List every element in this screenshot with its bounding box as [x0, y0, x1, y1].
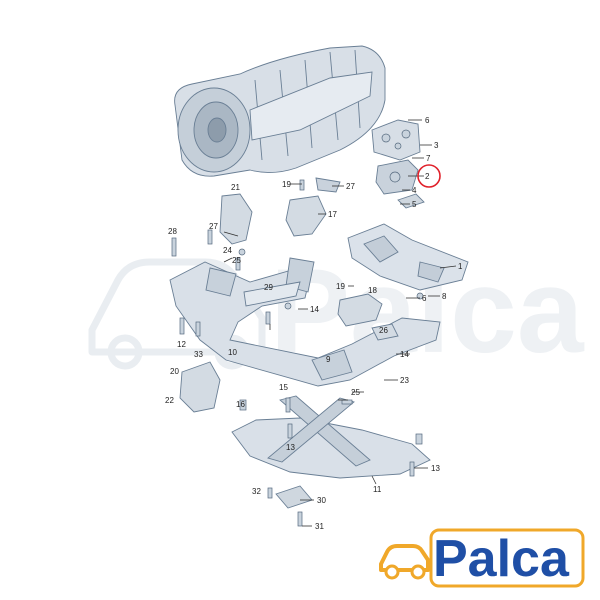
stabilizer-bracket-right: [337, 293, 399, 341]
callout: 19: [282, 180, 291, 189]
callout: 21: [231, 183, 240, 192]
callout: 33: [194, 350, 203, 359]
callout: 29: [264, 283, 273, 292]
front-subframe: [169, 257, 441, 387]
callout: 1: [458, 262, 463, 271]
brand-logo-text: Palca: [433, 530, 570, 588]
callout: 25: [351, 388, 360, 397]
callout: 5: [412, 200, 417, 209]
underbody-brace: [231, 395, 431, 509]
callout: 20: [170, 367, 179, 376]
callout: 32: [252, 487, 261, 496]
callout: 27: [346, 182, 355, 191]
callout: 9: [326, 355, 331, 364]
callout: 19: [336, 282, 345, 291]
callout: 23: [400, 376, 409, 385]
callout: 7: [426, 154, 431, 163]
gearbox-crossmember: [347, 223, 469, 291]
callout: 2: [425, 172, 430, 181]
callout: 16: [236, 400, 245, 409]
callout: 17: [328, 210, 337, 219]
callout: 14: [310, 305, 319, 314]
callout: 13: [431, 464, 440, 473]
callout: 13: [286, 443, 295, 452]
callout: 28: [168, 227, 177, 236]
callout: 15: [279, 383, 288, 392]
highlight-circle: [417, 164, 441, 188]
callout: 26: [379, 326, 388, 335]
fasteners: [171, 142, 424, 527]
callout: 12: [177, 340, 186, 349]
callout: 24: [223, 246, 232, 255]
callout: 14: [400, 350, 409, 359]
callout: 6: [425, 116, 430, 125]
callout: 27: [209, 222, 218, 231]
callouts: 6 3 7 2 4 5 1 19 27 21 17 27 28 24 25 29…: [165, 116, 463, 531]
callout: 11: [373, 485, 382, 494]
callout: 8: [442, 292, 447, 301]
callout: 18: [368, 286, 377, 295]
engine-bracket-left: [219, 177, 341, 245]
callout: 3: [434, 141, 439, 150]
car-icon: [379, 544, 430, 580]
callout: 22: [165, 396, 174, 405]
mount-bracket-upper: [371, 119, 425, 209]
callout: 6: [422, 294, 427, 303]
callout: 10: [228, 348, 237, 357]
callout: 4: [412, 186, 417, 195]
callout: 25: [232, 256, 241, 265]
leader-lines: [223, 119, 457, 527]
side-bracket-left: [179, 361, 221, 413]
callout: 31: [315, 522, 324, 531]
brand-logo: Palca: [379, 528, 585, 588]
transmission: [174, 45, 386, 177]
callout: 30: [317, 496, 326, 505]
